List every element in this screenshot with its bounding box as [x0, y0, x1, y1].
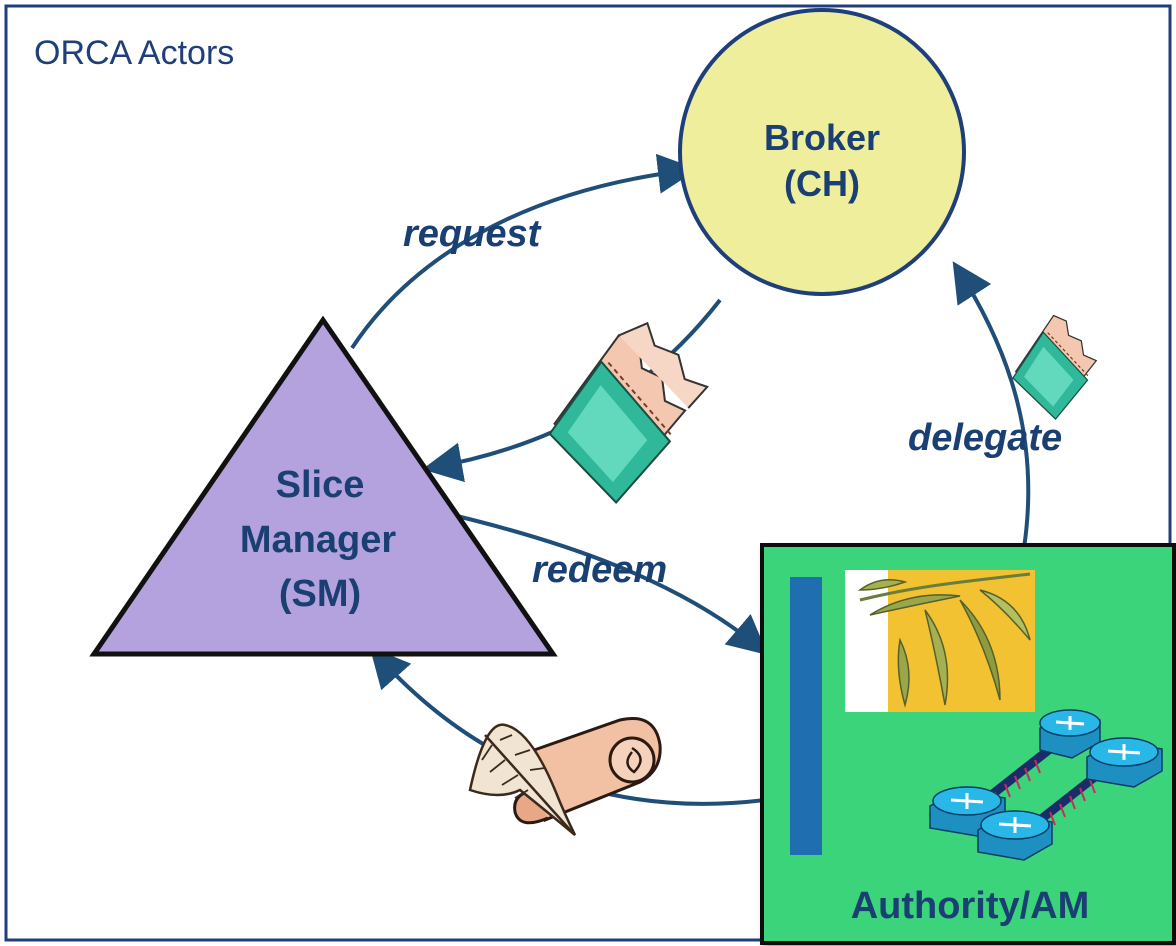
- router-network-icon: [929, 709, 1163, 861]
- edge-label-redeem: redeem: [532, 549, 667, 591]
- bamboo-image-icon: [845, 570, 1035, 712]
- edge-redeem: [439, 510, 769, 656]
- edge-request: [350, 153, 698, 350]
- scroll-quill-icon: [468, 717, 662, 836]
- slice-manager-label-line3: (SM): [279, 573, 361, 615]
- slice-manager-node: Slice Manager (SM): [89, 315, 558, 657]
- ticket-icon: [548, 321, 710, 504]
- edge-label-request: request: [403, 213, 542, 255]
- edge-delegate: [952, 261, 1031, 549]
- ticket-icon: [1012, 314, 1098, 421]
- diagram-title: ORCA Actors: [34, 34, 234, 72]
- slice-manager-label-line2: Manager: [240, 519, 396, 561]
- edge-label-delegate: delegate: [908, 417, 1062, 459]
- broker-label-line2: (CH): [784, 163, 860, 204]
- authority-label: Authority/AM: [851, 885, 1090, 927]
- slice-manager-label-line1: Slice: [276, 464, 365, 506]
- authority-side-bar: [790, 577, 822, 855]
- broker-label-line1: Broker: [764, 117, 880, 158]
- broker-node: Broker (CH): [678, 8, 966, 296]
